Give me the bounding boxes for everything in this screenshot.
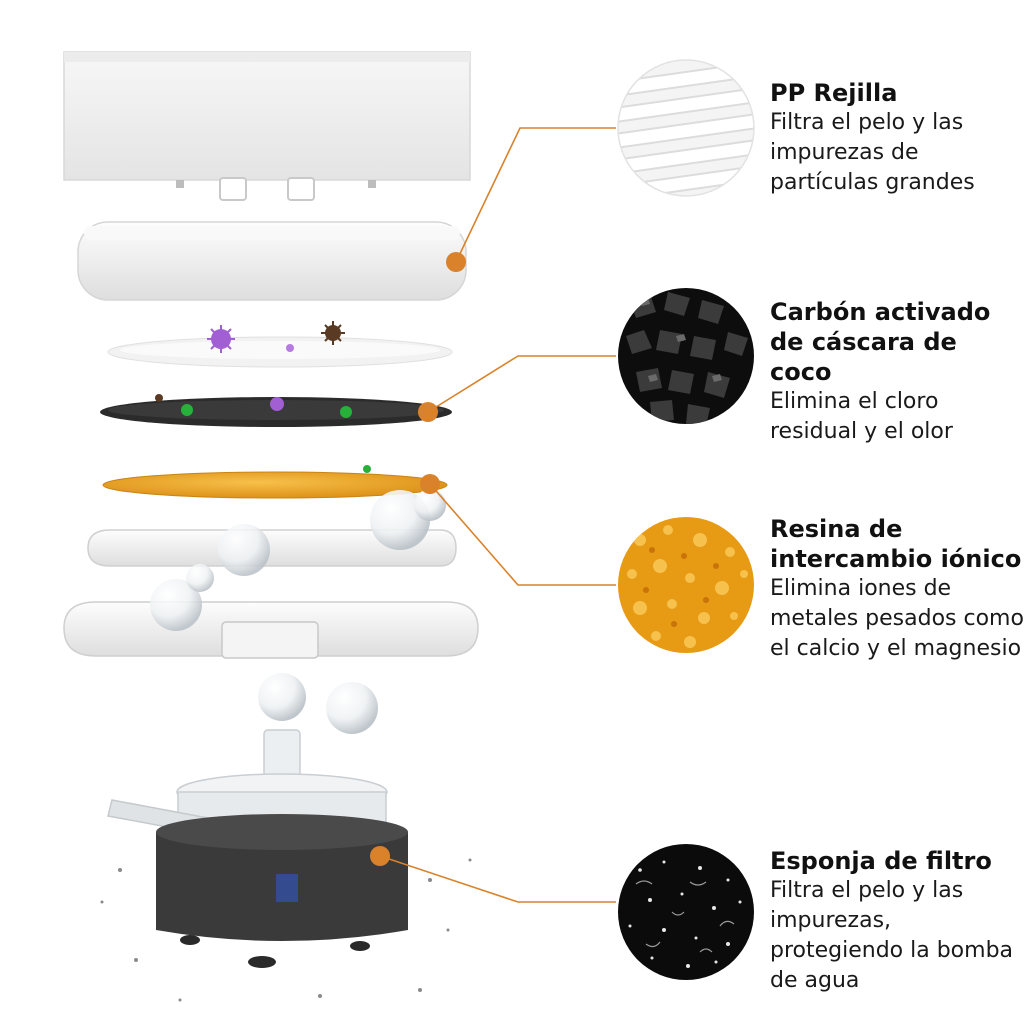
- pp-grille-layer: [77, 221, 467, 301]
- layer-label-pp-grille: PP Rejilla Filtra el pelo y las impureza…: [770, 78, 1024, 198]
- layer-label-sponge: Esponja de filtro Filtra el pelo y las i…: [770, 846, 1024, 996]
- resin-filter-pad: [102, 471, 448, 499]
- top-cover: [63, 51, 471, 201]
- connector-line: [379, 127, 616, 903]
- virus-purple-icon: [207, 325, 235, 353]
- germ-green-icon: [181, 404, 193, 416]
- inner-tray: [87, 529, 457, 567]
- bacteria-brown-icon: [321, 321, 345, 345]
- water-bubbles: [150, 489, 446, 734]
- sponge-swatch: [618, 844, 754, 980]
- bottom-tray: [63, 601, 479, 659]
- virus-small-icon: [286, 344, 294, 352]
- filter-sponge: [156, 814, 408, 968]
- carbon-swatch: [618, 288, 754, 424]
- germ-green-icon: [363, 465, 371, 473]
- pp-grille-swatch: [618, 60, 754, 196]
- connector-dot: [370, 846, 390, 866]
- layer-label-carbon: Carbón activado de cáscara de coco Elimi…: [770, 297, 1024, 447]
- connector-dot: [446, 252, 466, 272]
- layer-title: PP Rejilla: [770, 79, 898, 107]
- virus-purple-icon: [270, 397, 284, 411]
- layer-description: Elimina iones de metales pesados como el…: [770, 576, 1024, 661]
- layer-label-resin: Resina de intercambio iónico Elimina ion…: [770, 514, 1024, 664]
- resin-swatch: [618, 517, 754, 653]
- bacteria-brown-icon: [155, 394, 163, 402]
- layer-description: Filtra el pelo y las impurezas, protegie…: [770, 878, 1014, 993]
- white-filter-pad: [107, 336, 453, 368]
- debris-particles: [100, 858, 472, 1002]
- layer-description: Filtra el pelo y las impurezas de partíc…: [770, 110, 975, 195]
- layer-title: Resina de intercambio iónico: [770, 515, 1022, 573]
- connector-dot: [420, 474, 440, 494]
- layer-title: Esponja de filtro: [770, 847, 992, 875]
- germ-green-icon: [340, 406, 352, 418]
- layer-description: Elimina el cloro residual y el olor: [770, 389, 953, 444]
- swatch-border: [617, 59, 755, 197]
- layer-title: Carbón activado de cáscara de coco: [770, 298, 991, 386]
- connector-dot: [418, 402, 438, 422]
